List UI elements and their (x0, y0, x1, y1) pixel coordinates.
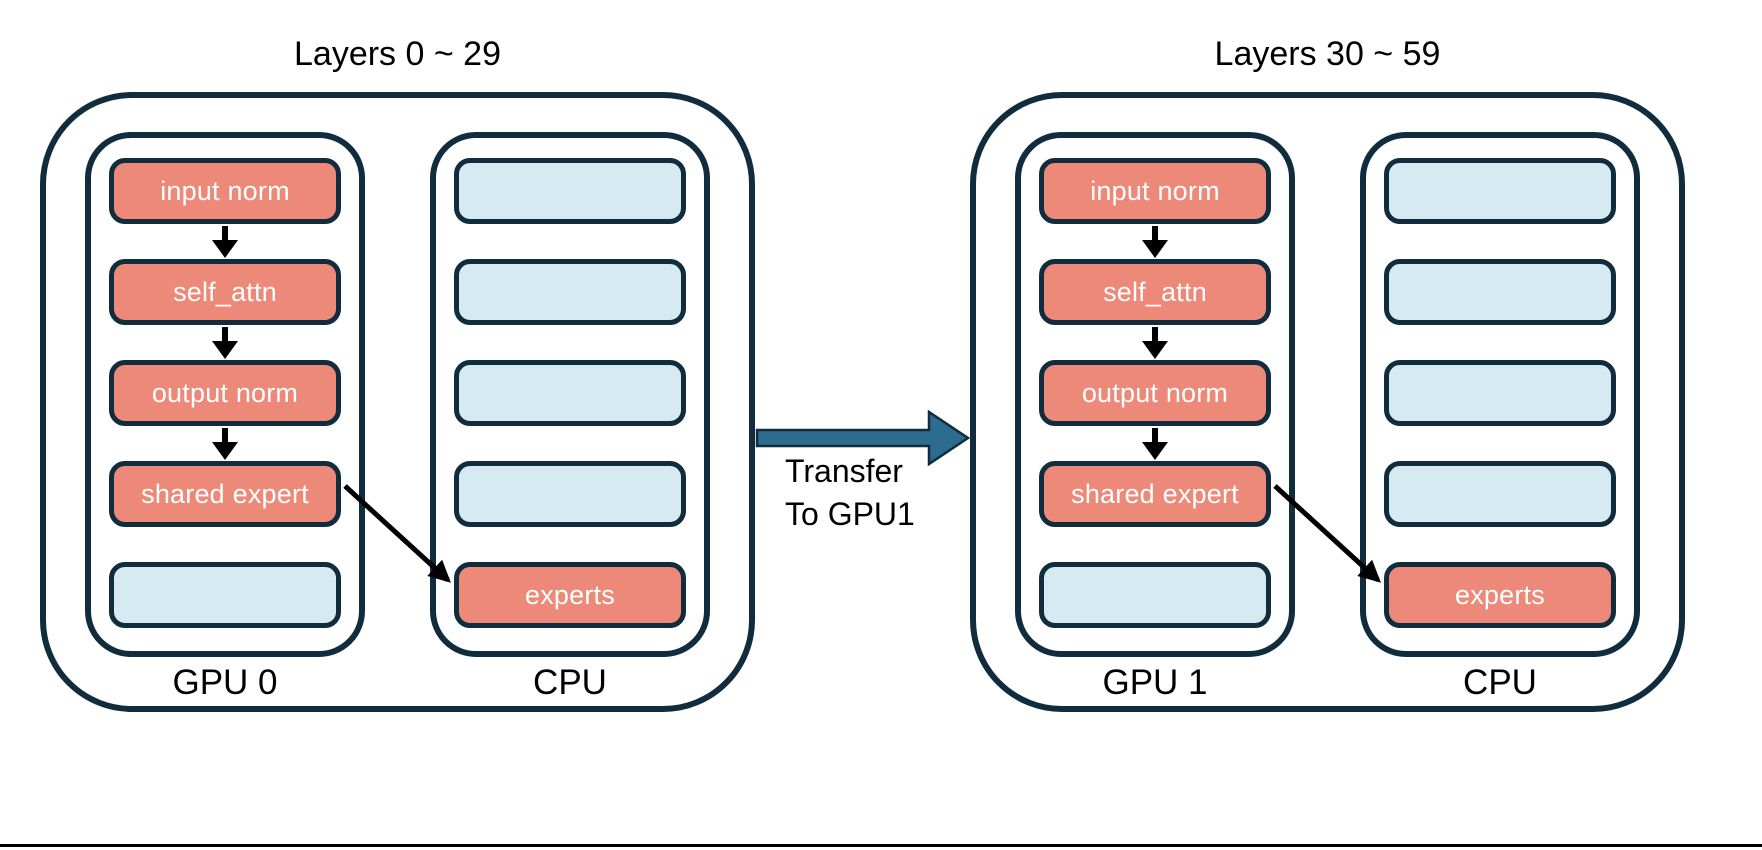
box-label: input norm (160, 175, 290, 206)
transfer-label-line2: To GPU1 (785, 496, 915, 532)
box-label: self_attn (1103, 276, 1207, 307)
box-input-norm: input norm (1039, 158, 1271, 224)
box-empty-slot (454, 259, 686, 325)
box-empty-slot (1384, 461, 1616, 527)
box-empty-slot (454, 360, 686, 426)
box-self-attn: self_attn (1039, 259, 1271, 325)
page-title: Layers 30 ~ 59 (1214, 35, 1441, 73)
box-label: output norm (1081, 377, 1229, 408)
box-empty-slot (1384, 259, 1616, 325)
box-label: input norm (1090, 175, 1220, 206)
transfer-label-line1: Transfer (785, 453, 903, 489)
gpu0-column: input norm self_attn output norm shared … (85, 132, 365, 657)
box-label: experts (1455, 579, 1545, 610)
box-shared-expert: shared expert (1039, 461, 1271, 527)
box-self-attn: self_attn (109, 259, 341, 325)
box-label: shared expert (141, 478, 309, 509)
box-label: experts (525, 579, 615, 610)
box-shared-expert: shared expert (109, 461, 341, 527)
cpu-column-right: experts (1360, 132, 1640, 657)
box-empty-slot (1039, 562, 1271, 628)
gpu1-column: input norm self_attn output norm shared … (1015, 132, 1295, 657)
box-empty-slot (109, 562, 341, 628)
box-experts: experts (454, 562, 686, 628)
box-label: self_attn (173, 276, 277, 307)
cpu-label-left: CPU (533, 663, 607, 702)
box-input-norm: input norm (109, 158, 341, 224)
gpu0-label: GPU 0 (172, 663, 278, 702)
box-output-norm: output norm (1039, 360, 1271, 426)
node-group-layers-0-29: input norm self_attn output norm shared … (40, 92, 755, 712)
box-empty-slot (454, 158, 686, 224)
box-experts: experts (1384, 562, 1616, 628)
gpu1-label: GPU 1 (1102, 663, 1208, 702)
box-empty-slot (454, 461, 686, 527)
box-empty-slot (1384, 158, 1616, 224)
box-label: output norm (151, 377, 299, 408)
box-output-norm: output norm (109, 360, 341, 426)
node-group-layers-30-59: input norm self_attn output norm shared … (970, 92, 1685, 712)
transfer-label: Transfer To GPU1 (785, 450, 915, 536)
cpu-label-right: CPU (1463, 663, 1537, 702)
box-label: shared expert (1071, 478, 1239, 509)
page-title: Layers 0 ~ 29 (294, 35, 501, 73)
cpu-column-left: experts (430, 132, 710, 657)
box-empty-slot (1384, 360, 1616, 426)
bottom-border-line (0, 844, 1762, 847)
